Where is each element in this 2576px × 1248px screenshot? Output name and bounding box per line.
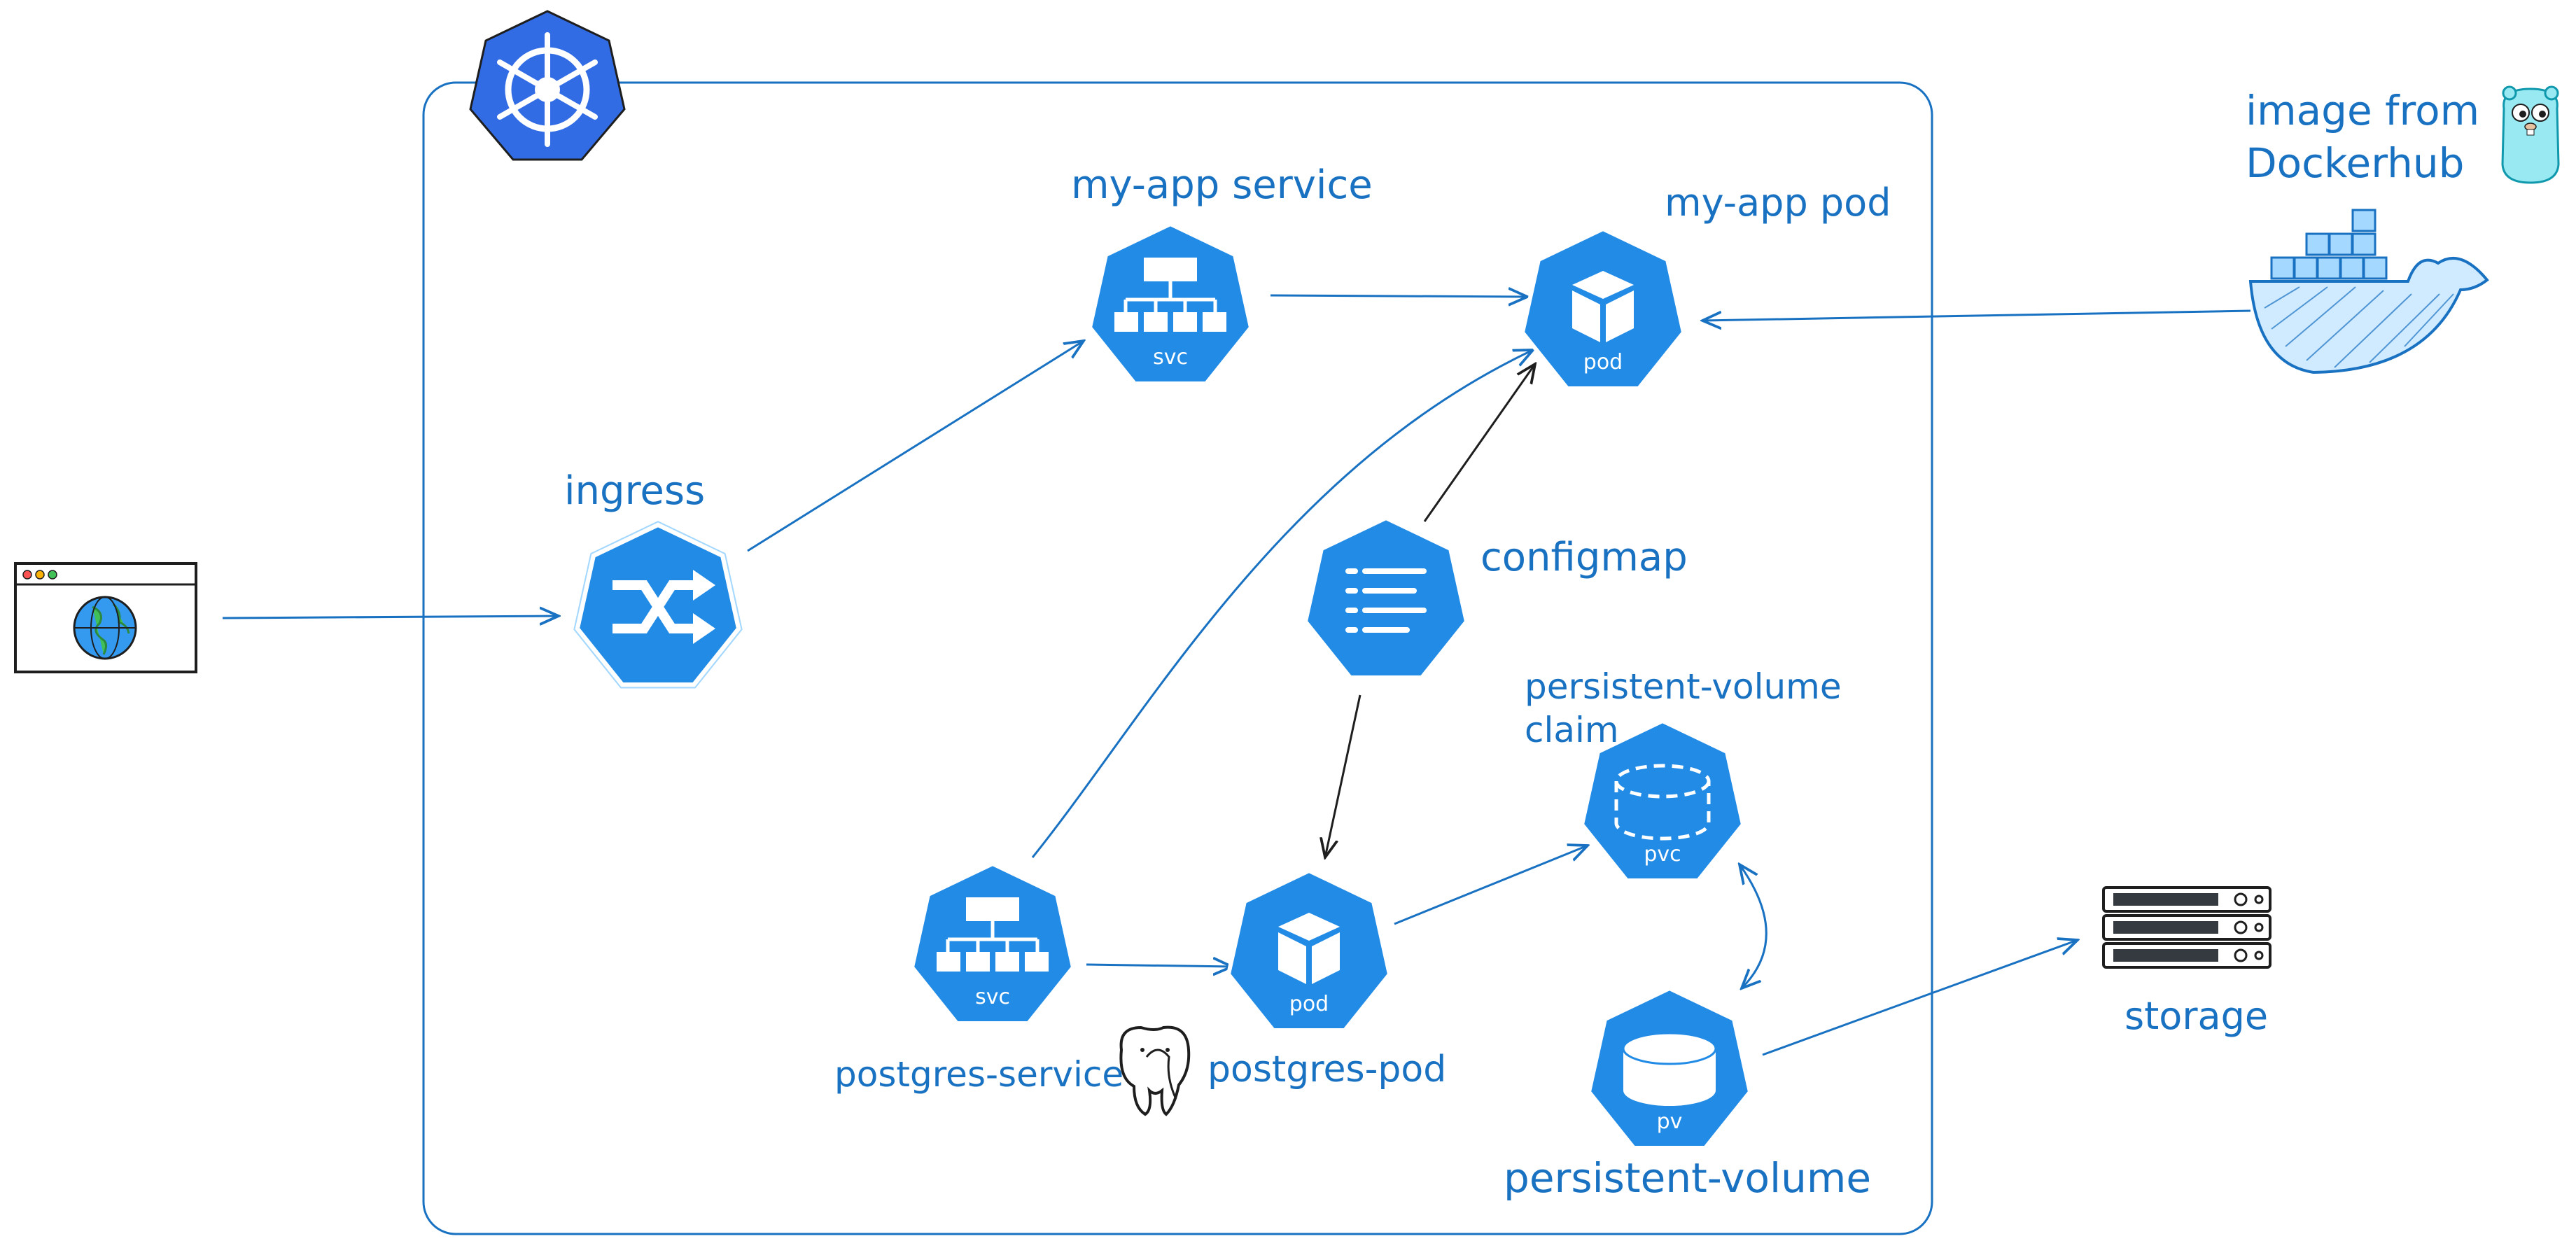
docker-whale-icon [2248, 209, 2489, 374]
shuffle-arrows-icon [612, 580, 699, 633]
dockerhub-label-line2: Dockerhub [2246, 139, 2464, 187]
pv-label: persistent-volume [1504, 1154, 1871, 1202]
edge-dockerhub-pod [1702, 309, 2251, 321]
edge-pgpod-pvc [1394, 846, 1588, 925]
my-app-pod-label: my-app pod [1665, 181, 1891, 225]
edge-pv-pvc [1740, 864, 1768, 988]
edge-pv-storage [1762, 940, 2078, 1056]
postgres-pod-label: postgres-pod [1208, 1049, 1446, 1091]
kubernetes-icon [469, 10, 626, 161]
gopher-mascot-icon [2501, 85, 2560, 184]
pvc-node[interactable]: pvc [1579, 718, 1746, 883]
node-badge: pv [1657, 1109, 1683, 1134]
browser-window-icon[interactable] [14, 562, 197, 673]
postgres-elephant-icon [1119, 1025, 1191, 1116]
postgres-pod-node[interactable]: pod [1226, 868, 1392, 1032]
node-badge: pod [1289, 992, 1329, 1016]
pv-node[interactable]: pv [1586, 986, 1753, 1150]
service-hierarchy-icon [1114, 258, 1226, 332]
cluster-boundary [422, 81, 1933, 1235]
cube-icon [1572, 271, 1634, 342]
postgres-service-label: postgres-service [834, 1054, 1124, 1095]
configmap-label: configmap [1480, 535, 1688, 580]
my-app-pod-node[interactable]: pod [1520, 226, 1686, 391]
storage-label: storage [2124, 994, 2268, 1038]
storage-icon [2102, 886, 2272, 969]
my-app-service-label: my-app service [1071, 162, 1373, 208]
edge-pgservice-mypod [1031, 350, 1533, 858]
edge-browser-ingress [222, 616, 559, 618]
pvc-label-line2: claim [1525, 710, 1619, 750]
edge-configmap-mypod [1423, 364, 1535, 522]
configmap-node[interactable] [1303, 515, 1469, 680]
edge-configmap-pgpod [1325, 694, 1362, 857]
dashed-cylinder-icon [1614, 764, 1711, 841]
ingress-node[interactable] [573, 521, 743, 689]
edge-pgservice-pgpod [1086, 965, 1232, 967]
edge-ingress-service [747, 341, 1084, 552]
cylinder-icon [1622, 1032, 1717, 1106]
postgres-service-node[interactable]: svc [909, 861, 1076, 1025]
pvc-label-line1: persistent-volume [1525, 666, 1842, 707]
my-app-service-node[interactable]: svc [1087, 221, 1254, 386]
ingress-label: ingress [564, 468, 705, 514]
edges [222, 295, 2251, 1056]
node-badge: pvc [1644, 842, 1681, 867]
globe-icon [73, 596, 137, 660]
edge-service-pod [1270, 295, 1527, 297]
node-badge: svc [1153, 345, 1188, 370]
cube-icon [1278, 913, 1340, 984]
node-badge: pod [1583, 350, 1623, 374]
node-badge: svc [975, 985, 1010, 1009]
dockerhub-label-line1: image from [2246, 87, 2479, 134]
list-lines-icon [1345, 568, 1427, 633]
service-hierarchy-icon [937, 897, 1049, 972]
